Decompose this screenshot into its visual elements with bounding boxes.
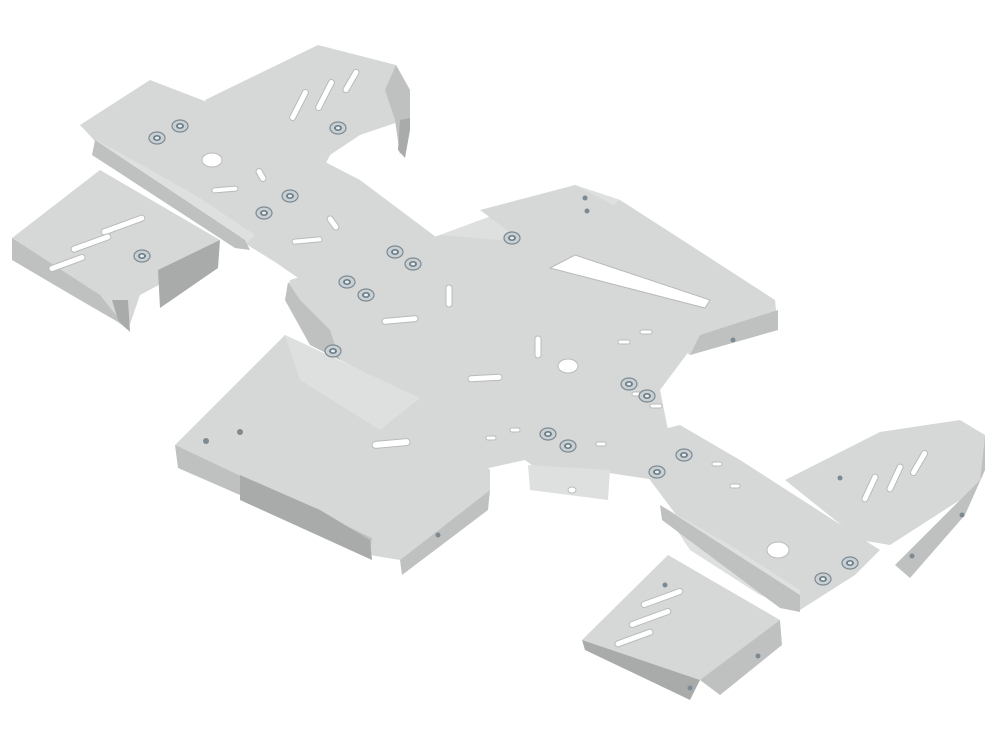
bolt — [620, 377, 638, 391]
bolts — [133, 119, 859, 586]
bolt — [171, 119, 189, 133]
right-front-arm — [620, 425, 880, 612]
bolt — [638, 389, 656, 403]
bolt — [559, 439, 577, 453]
mounting-bracket — [528, 465, 610, 500]
left-footwell-plate — [175, 335, 490, 575]
bolt — [281, 189, 299, 203]
bolt — [324, 344, 342, 358]
right-footwell-plate — [480, 185, 778, 355]
bolt — [329, 121, 347, 135]
bolt — [148, 131, 166, 145]
bolt — [133, 249, 151, 263]
bolt — [255, 206, 273, 220]
rear-left-lower-flap — [12, 170, 220, 332]
front-right-upper-flap — [785, 420, 985, 578]
bolt — [648, 465, 666, 479]
bolt — [357, 288, 375, 302]
left-rear-arm — [80, 80, 440, 300]
front-right-lower-flap — [582, 555, 782, 700]
bolt — [503, 231, 521, 245]
bolt — [338, 275, 356, 289]
bolt — [386, 245, 404, 259]
bolt — [675, 448, 693, 462]
bolt — [841, 556, 859, 570]
bolt — [404, 257, 422, 271]
bolt — [814, 572, 832, 586]
screws — [203, 195, 965, 691]
bolt — [539, 427, 557, 441]
